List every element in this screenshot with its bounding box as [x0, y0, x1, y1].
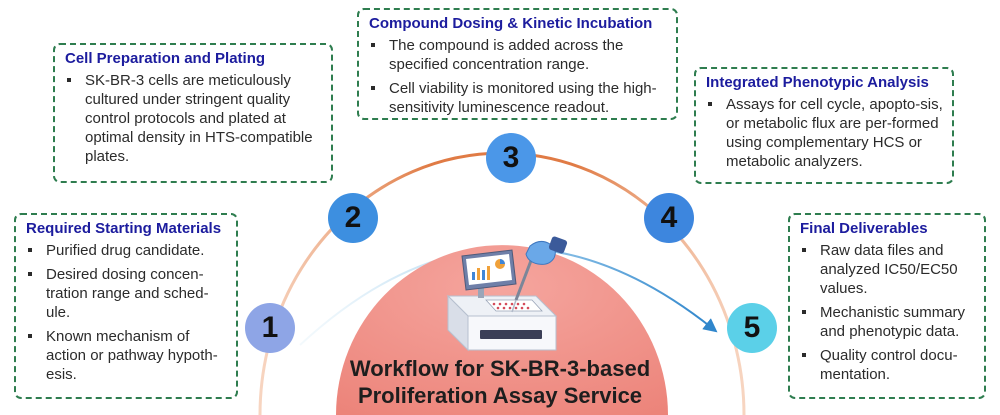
step-5-box: Final Deliverables Raw data files and an… [788, 213, 986, 399]
step-4-bullets: Assays for cell cycle, apopto-sis, or me… [706, 95, 946, 171]
step-1-bullet-3: Known mechanism of action or pathway hyp… [26, 327, 230, 384]
step-4-box: Integrated Phenotypic Analysis Assays fo… [694, 67, 954, 184]
step-5-bullet-2: Mechanistic summary and phenotypic data. [800, 303, 978, 341]
step-3-bullet-2: Cell viability is monitored using the hi… [369, 79, 670, 117]
step-1-marker: 1 [245, 303, 295, 353]
step-5-bullets: Raw data files and analyzed IC50/EC50 va… [800, 241, 978, 384]
step-4-heading: Integrated Phenotypic Analysis [706, 74, 929, 91]
step-3-bullet-1: The compound is added across the specifi… [369, 36, 670, 74]
step-3-heading: Compound Dosing & Kinetic Incubation [369, 15, 653, 32]
step-5-heading: Final Deliverables [800, 220, 928, 237]
step-3-marker: 3 [486, 133, 536, 183]
lab-instrument-illustration [446, 236, 568, 352]
workflow-title-line-2: Proliferation Assay Service [357, 383, 643, 408]
step-1-bullet-2: Desired dosing concen-tration range and … [26, 265, 230, 322]
step-2-bullet-1: SK-BR-3 cells are meticulously cultured … [65, 71, 325, 166]
step-1-box: Required Starting Materials Purified dru… [14, 213, 238, 399]
step-1-bullets: Purified drug candidate. Desired dosing … [26, 241, 230, 384]
step-4-marker: 4 [644, 193, 694, 243]
step-3-bullets: The compound is added across the specifi… [369, 36, 670, 117]
step-3-box: Compound Dosing & Kinetic Incubation The… [357, 8, 678, 120]
step-2-bullets: SK-BR-3 cells are meticulously cultured … [65, 71, 325, 166]
step-5-marker: 5 [727, 303, 777, 353]
step-2-marker: 2 [328, 193, 378, 243]
step-5-bullet-3: Quality control docu-mentation. [800, 346, 978, 384]
step-5-bullet-1: Raw data files and analyzed IC50/EC50 va… [800, 241, 978, 298]
step-2-heading: Cell Preparation and Plating [65, 50, 266, 67]
step-2-box: Cell Preparation and Plating SK-BR-3 cel… [53, 43, 333, 183]
step-1-bullet-1: Purified drug candidate. [26, 241, 230, 260]
step-1-heading: Required Starting Materials [26, 220, 222, 237]
step-4-bullet-1: Assays for cell cycle, apopto-sis, or me… [706, 95, 946, 171]
workflow-title-line-1: Workflow for SK-BR-3-based [349, 356, 651, 381]
